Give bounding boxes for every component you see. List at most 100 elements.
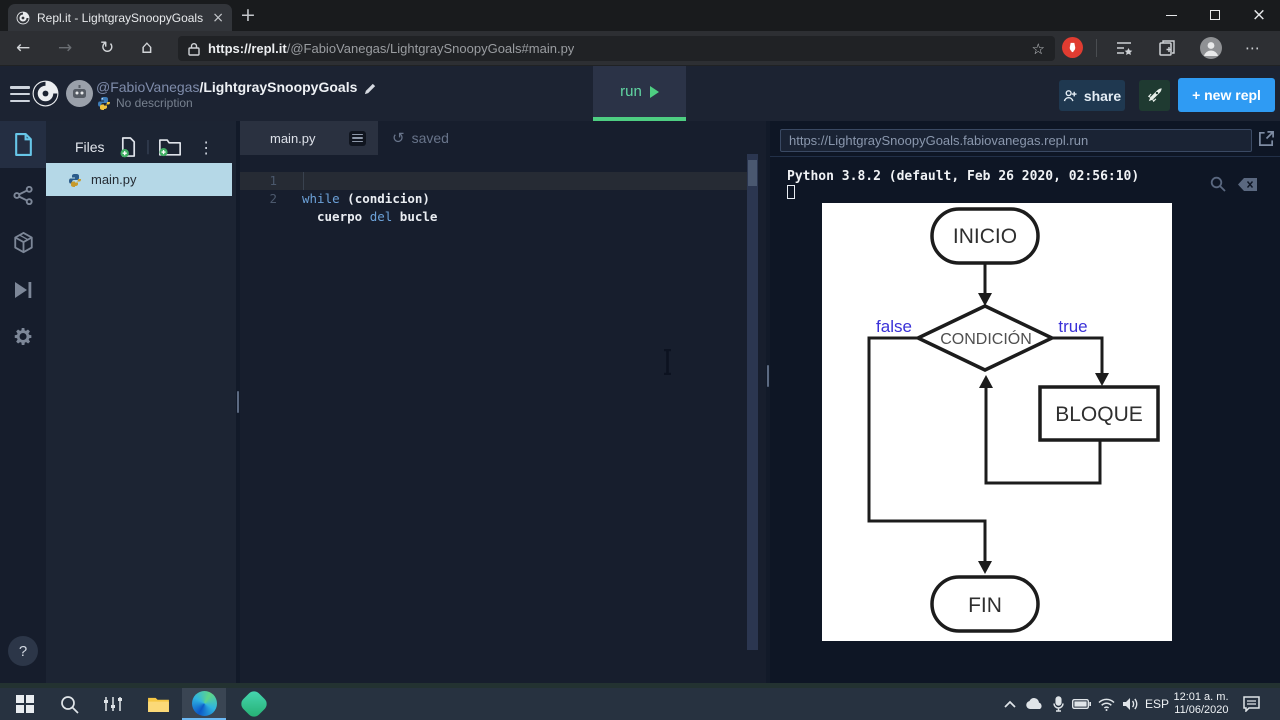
address-bar[interactable]: https://repl.it/@FabioVanegas/LightgrayS… bbox=[178, 36, 1055, 61]
file-name: main.py bbox=[91, 172, 137, 187]
tray-expand-chevron[interactable] bbox=[1000, 688, 1020, 720]
add-file-icon[interactable] bbox=[119, 136, 138, 158]
toolbar-divider bbox=[1096, 39, 1097, 57]
code-keyword: while bbox=[302, 191, 340, 206]
wifi-icon bbox=[1097, 698, 1115, 711]
collections-icon[interactable] bbox=[1158, 39, 1176, 57]
run-play-icon bbox=[649, 85, 659, 98]
language-indicator[interactable]: ESP bbox=[1144, 697, 1169, 711]
adblock-extension-icon[interactable] bbox=[1062, 37, 1083, 58]
wifi-tray-icon[interactable] bbox=[1094, 688, 1118, 720]
volume-tray-icon[interactable] bbox=[1118, 688, 1142, 720]
share-button[interactable]: share bbox=[1059, 80, 1125, 111]
console-clear-icon[interactable] bbox=[1238, 178, 1258, 191]
taskbar-clock[interactable]: 12:01 a. m.11/06/2020 bbox=[1172, 688, 1230, 720]
filmora-app-button[interactable] bbox=[234, 688, 274, 720]
console-search-icon[interactable] bbox=[1210, 176, 1226, 192]
files-menu-kebab-icon[interactable]: ⋮ bbox=[198, 137, 215, 157]
favorites-bar-icon[interactable] bbox=[1115, 39, 1133, 57]
tab-favicon-replit-icon bbox=[16, 11, 30, 25]
run-button[interactable]: run bbox=[593, 66, 686, 121]
file-icon bbox=[14, 133, 32, 156]
indent-guide bbox=[303, 172, 304, 190]
taskbar-search-button[interactable] bbox=[52, 688, 86, 720]
webview-url-row: https://LightgraySnoopyGoals.fabiovanega… bbox=[770, 121, 1280, 157]
rail-debugger-button[interactable] bbox=[0, 266, 46, 313]
editor-scrollbar[interactable] bbox=[747, 154, 758, 650]
history-undo-icon[interactable]: ↺ bbox=[392, 129, 405, 147]
repl-name: /LightgraySnoopyGoals bbox=[199, 79, 358, 95]
tab-close-icon[interactable]: × bbox=[212, 9, 224, 26]
cloud-icon bbox=[1025, 698, 1042, 709]
flow-false-label: false bbox=[876, 317, 912, 336]
files-editor-divider[interactable] bbox=[236, 121, 240, 684]
window-maximize-button[interactable] bbox=[1194, 0, 1236, 30]
clock-time: 12:01 a. m. bbox=[1173, 691, 1229, 703]
reload-icon[interactable]: ↻ bbox=[100, 38, 115, 58]
file-item-mainpy[interactable]: main.py bbox=[46, 163, 232, 196]
rail-version-control-button[interactable] bbox=[0, 172, 46, 219]
python-icon bbox=[97, 96, 111, 110]
console-output: Python 3.8.2 (default, Feb 26 2020, 02:5… bbox=[787, 169, 1140, 184]
share-person-icon bbox=[1063, 89, 1078, 102]
repl-owner[interactable]: @FabioVanegas bbox=[96, 79, 200, 95]
text-cursor-ibeam bbox=[664, 349, 671, 375]
code-line-2[interactable]: 2 cuerpo del bucle bbox=[240, 172, 766, 224]
home-icon[interactable]: ⌂ bbox=[141, 37, 153, 58]
browser-tab[interactable]: Repl.it - LightgraySnoopyGoals × bbox=[8, 4, 232, 31]
minimize-icon bbox=[1165, 14, 1177, 16]
flow-condition-label: CONDICIÓN bbox=[940, 329, 1032, 348]
back-icon[interactable]: ← bbox=[16, 38, 31, 58]
tab-list-icon[interactable] bbox=[349, 130, 366, 146]
add-folder-icon[interactable] bbox=[158, 137, 182, 157]
console-cursor bbox=[787, 185, 795, 199]
code-text: bucle bbox=[392, 209, 438, 224]
open-in-new-window-icon[interactable] bbox=[1258, 130, 1275, 147]
new-tab-button[interactable]: + bbox=[240, 4, 256, 26]
edit-pencil-icon[interactable] bbox=[364, 82, 377, 95]
code-editor[interactable]: main.py ↺ saved 1 while (condicion) 2 cu… bbox=[240, 121, 766, 684]
boost-rocket-button[interactable] bbox=[1139, 80, 1170, 111]
file-explorer-button[interactable] bbox=[140, 688, 176, 720]
browser-profile-avatar[interactable] bbox=[1200, 37, 1222, 59]
window-close-button[interactable]: × bbox=[1251, 5, 1267, 25]
help-button[interactable]: ? bbox=[8, 636, 38, 666]
user-avatar[interactable] bbox=[66, 80, 93, 107]
flow-end-label: FIN bbox=[968, 594, 1002, 617]
flow-condition-node bbox=[913, 304, 1057, 372]
taskbar-mixer-app-button[interactable] bbox=[96, 688, 130, 720]
play-skip-icon bbox=[15, 281, 32, 298]
sidebar-rail bbox=[0, 121, 46, 684]
browser-menu-icon[interactable]: ⋯ bbox=[1245, 39, 1260, 57]
rail-settings-button[interactable] bbox=[0, 313, 46, 360]
onedrive-tray-icon[interactable] bbox=[1022, 688, 1046, 720]
edge-browser-button[interactable] bbox=[182, 688, 226, 720]
bookmark-star-icon[interactable]: ☆ bbox=[1031, 39, 1045, 58]
flow-start-node bbox=[930, 207, 1040, 265]
microphone-tray-icon[interactable] bbox=[1048, 688, 1068, 720]
microphone-icon bbox=[1052, 696, 1064, 712]
chevron-up-icon bbox=[1004, 700, 1016, 708]
action-center-button[interactable] bbox=[1236, 688, 1266, 720]
forward-icon[interactable]: → bbox=[58, 38, 73, 58]
start-button[interactable] bbox=[8, 688, 42, 720]
battery-tray-icon[interactable] bbox=[1068, 688, 1094, 720]
new-repl-button[interactable]: + new repl bbox=[1178, 78, 1275, 112]
webview-url-input[interactable]: https://LightgraySnoopyGoals.fabiovanega… bbox=[780, 129, 1252, 152]
rail-files-button[interactable] bbox=[0, 121, 46, 168]
menu-hamburger-icon[interactable] bbox=[10, 86, 30, 102]
rail-packages-button[interactable] bbox=[0, 219, 46, 266]
editor-output-divider[interactable] bbox=[766, 121, 770, 684]
editor-scrollbar-thumb[interactable] bbox=[748, 160, 757, 186]
url-text: https://repl.it/@FabioVanegas/LightgrayS… bbox=[208, 41, 574, 56]
editor-tab-mainpy[interactable]: main.py bbox=[240, 121, 378, 155]
replit-logo-icon[interactable] bbox=[32, 80, 59, 107]
editor-tab-name: main.py bbox=[270, 130, 316, 146]
saved-label: saved bbox=[411, 130, 449, 146]
share-nodes-icon bbox=[12, 186, 33, 205]
battery-icon bbox=[1071, 699, 1091, 709]
save-status: ↺ saved bbox=[392, 121, 449, 155]
code-line-1[interactable]: 1 while (condicion) bbox=[240, 154, 766, 206]
window-minimize-button[interactable] bbox=[1150, 0, 1192, 30]
